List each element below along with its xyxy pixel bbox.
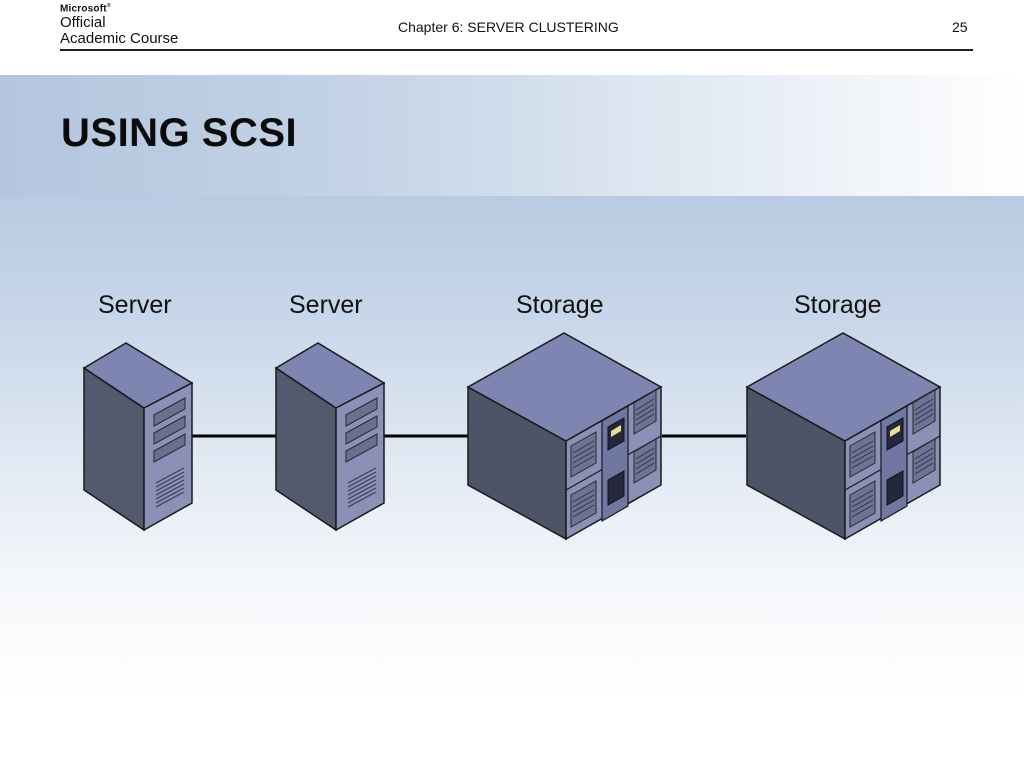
storage-1-icon xyxy=(467,332,662,540)
page-number: 25 xyxy=(952,19,968,35)
storage-2-icon xyxy=(746,332,941,540)
logo-official: Official xyxy=(60,14,106,32)
chapter-title: Chapter 6: SERVER CLUSTERING xyxy=(398,19,619,35)
header-divider xyxy=(60,49,973,51)
server-1-icon xyxy=(83,342,193,531)
storage-1-label: Storage xyxy=(516,291,604,319)
storage-2-label: Storage xyxy=(794,291,882,319)
logo-microsoft: Microsoft® xyxy=(60,3,111,15)
server-2-icon xyxy=(275,342,385,531)
logo: Microsoft® Official Academic Course xyxy=(60,3,178,46)
logo-academic-course: Academic Course xyxy=(60,30,179,48)
server-2-label: Server xyxy=(289,291,363,319)
title-band xyxy=(0,75,1024,196)
slide-title: USING SCSI xyxy=(61,111,298,155)
server-1-label: Server xyxy=(98,291,172,319)
header-background xyxy=(0,0,1024,75)
